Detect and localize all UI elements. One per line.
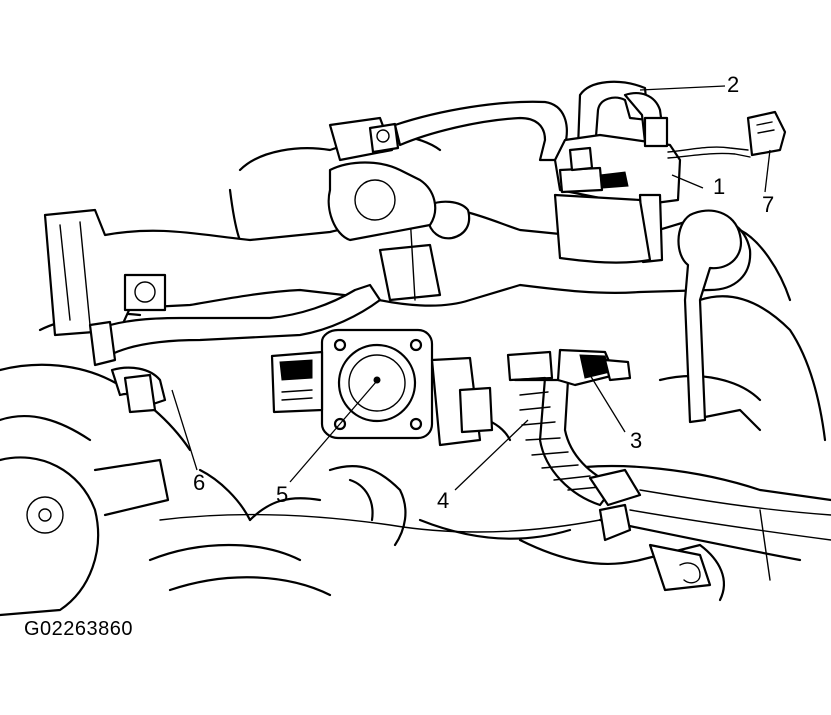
upper-hose <box>328 100 568 162</box>
pulley <box>0 456 170 617</box>
solenoid-valve-assembly <box>553 80 787 207</box>
sensor-connector <box>556 348 632 387</box>
callout-2: 2 <box>727 72 740 97</box>
throttle-valve-unit <box>270 328 494 447</box>
callout-5: 5 <box>276 482 289 507</box>
callout-7: 7 <box>762 192 775 217</box>
callout-3: 3 <box>630 428 643 453</box>
corrugated-tube <box>506 350 642 542</box>
leader-lines <box>171 85 771 491</box>
callout-4: 4 <box>437 488 450 513</box>
right-hose <box>553 193 743 424</box>
wire-harness <box>159 489 831 592</box>
figure-id-label: G02263860 <box>24 618 134 640</box>
left-curved-hose <box>88 283 382 414</box>
callout-1: 1 <box>713 174 726 199</box>
callout-6: 6 <box>193 470 206 495</box>
